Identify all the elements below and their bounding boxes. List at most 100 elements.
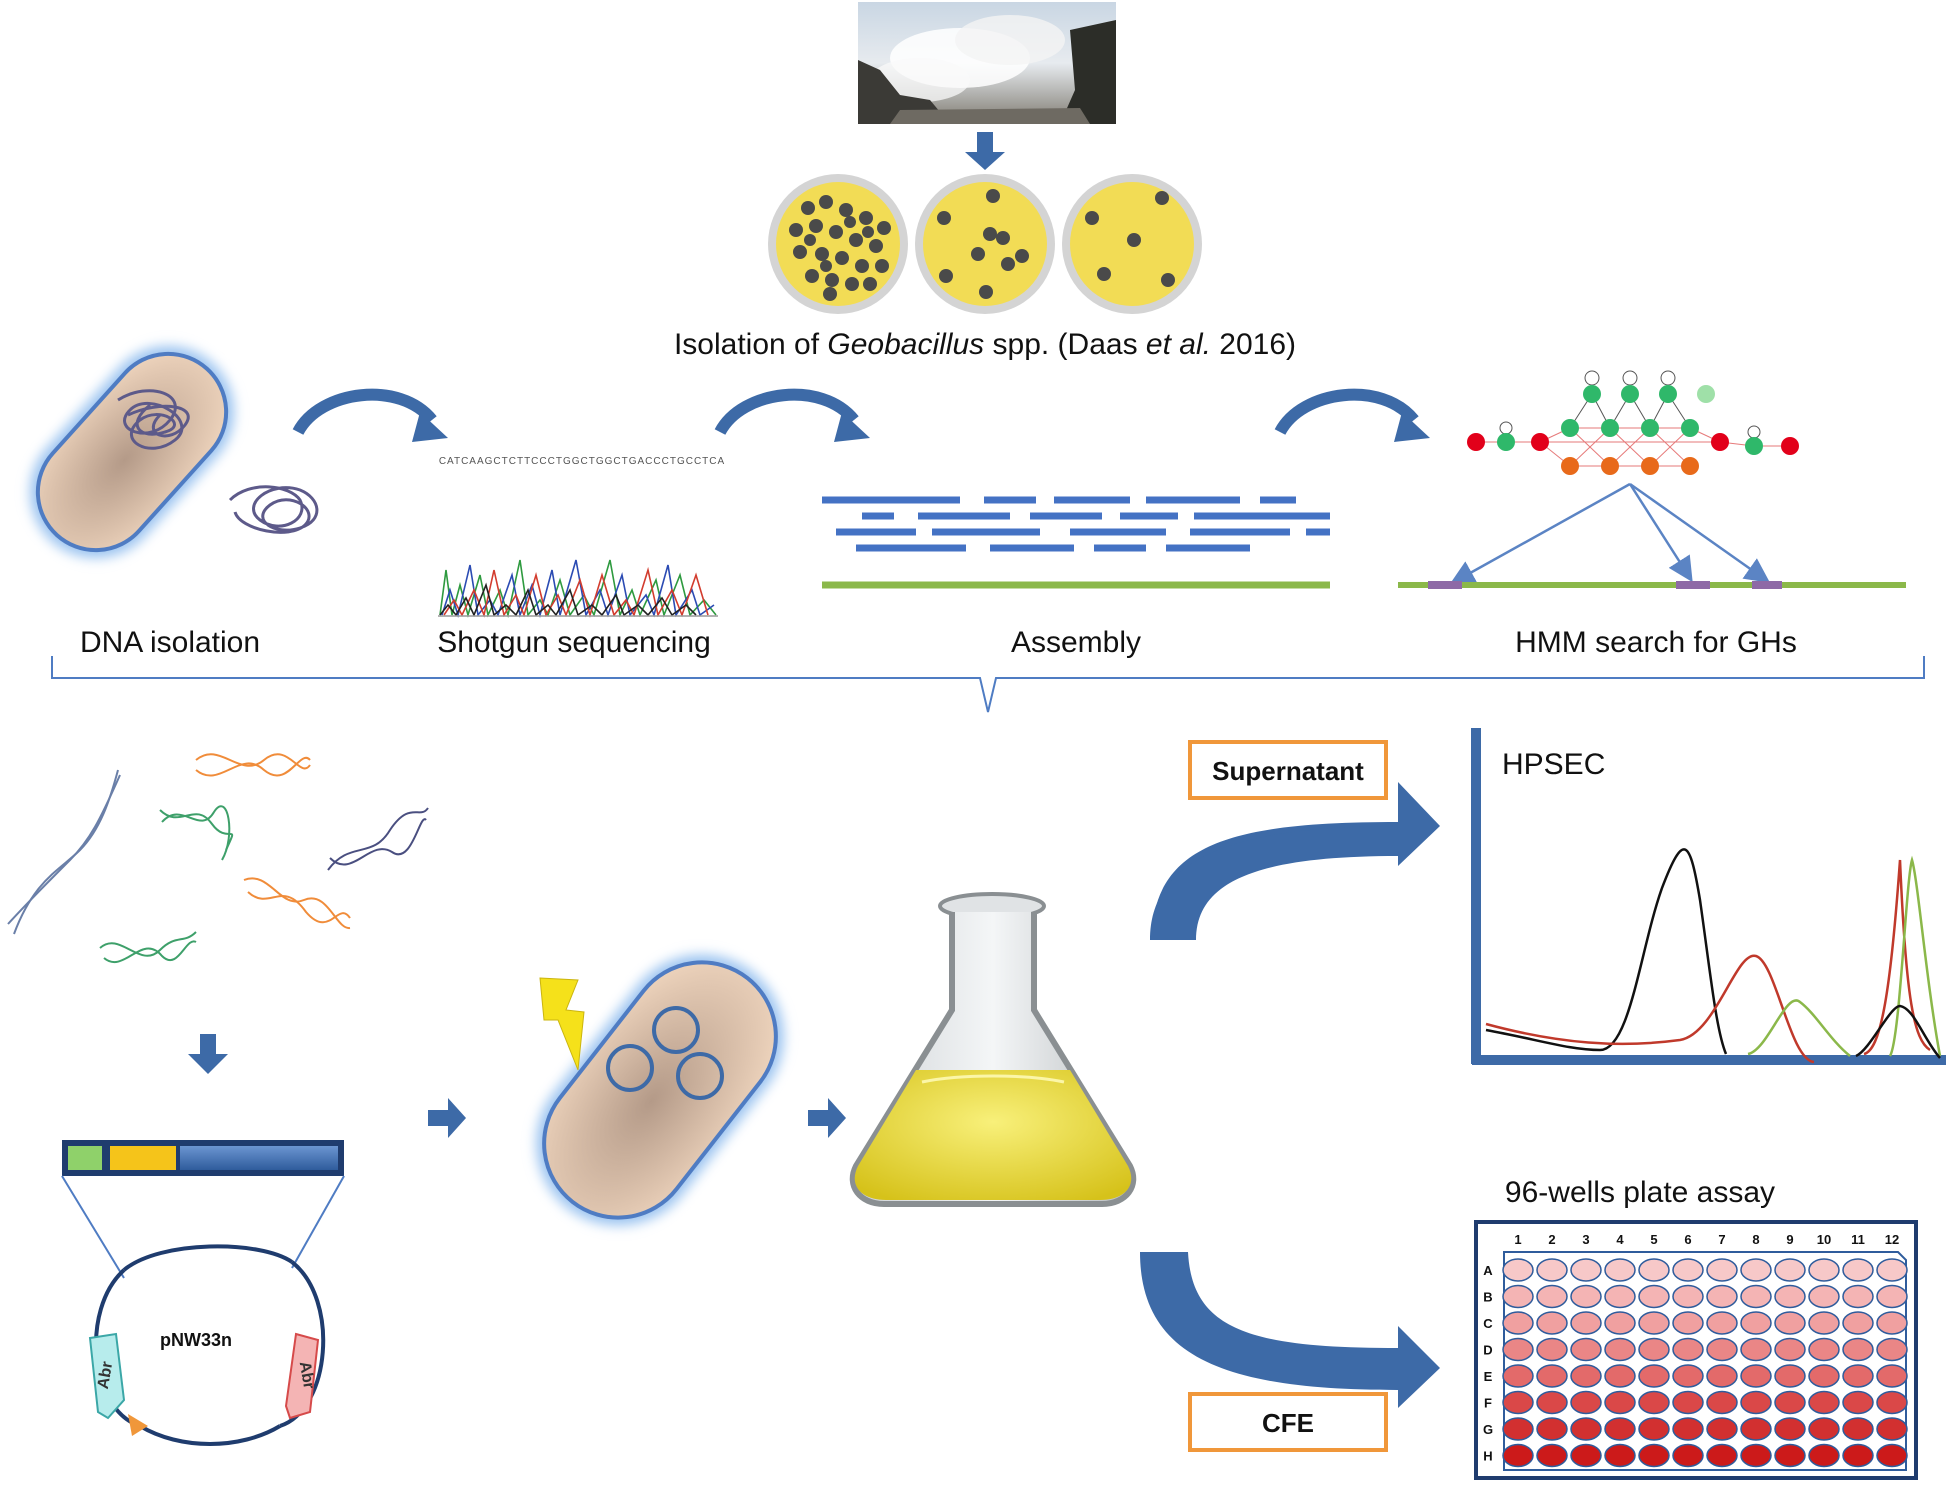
plate-well <box>1536 1258 1568 1282</box>
plate-well <box>1876 1311 1908 1335</box>
plate-well <box>1740 1311 1772 1335</box>
plate-well <box>1808 1337 1840 1362</box>
plate-column-label: 12 <box>1885 1232 1899 1247</box>
plate-column-label: 3 <box>1582 1232 1589 1247</box>
hmm-hit-arrows <box>1449 482 1771 585</box>
plate-row-label: A <box>1483 1263 1493 1278</box>
plate-well <box>1808 1284 1840 1309</box>
plate-well <box>1876 1364 1908 1388</box>
plate-well <box>1808 1311 1840 1335</box>
plate-well <box>1604 1311 1636 1335</box>
plate-well <box>1774 1258 1806 1282</box>
plate-well <box>1740 1364 1772 1388</box>
plate-well <box>1536 1390 1568 1415</box>
assembly-contigs <box>822 496 1330 552</box>
plate-well <box>1502 1258 1534 1282</box>
hot-spring-photo <box>858 2 1116 124</box>
plate-column-label: 1 <box>1514 1232 1521 1247</box>
plate-column-label: 10 <box>1817 1232 1831 1247</box>
plate-well <box>1672 1417 1704 1441</box>
plate-row-label: B <box>1483 1290 1492 1305</box>
plate-well <box>1638 1311 1670 1335</box>
plate-well <box>1842 1258 1874 1282</box>
plate-well <box>1842 1284 1874 1309</box>
plate-well <box>1842 1443 1874 1468</box>
plate-well <box>1502 1443 1534 1468</box>
bacterium-cell-icon <box>29 345 235 559</box>
plate-well <box>1604 1258 1636 1282</box>
plate-well <box>1570 1443 1602 1468</box>
plate-well <box>1638 1258 1670 1282</box>
plate-well <box>1502 1284 1534 1309</box>
plate-column-label: 8 <box>1752 1232 1759 1247</box>
plate-column-label: 2 <box>1548 1232 1555 1247</box>
plate-row-label: F <box>1484 1396 1492 1411</box>
curved-arrow-icon <box>292 388 448 442</box>
label-shotgun-sequencing: Shotgun sequencing <box>437 626 711 659</box>
hpsec-chromatogram: HPSEC <box>1471 728 1946 1065</box>
plate-well <box>1570 1284 1602 1309</box>
supernatant-arrow-icon <box>1150 782 1440 940</box>
label-dna-isolation: DNA isolation <box>80 626 260 659</box>
plasmid-name: pNW33n <box>160 1330 232 1350</box>
plate-column-label: 11 <box>1851 1232 1865 1247</box>
plate-well <box>1774 1390 1806 1415</box>
plate-well <box>1570 1311 1602 1335</box>
plate-well <box>1774 1364 1806 1388</box>
plate-well <box>1604 1284 1636 1309</box>
plate-well <box>1740 1337 1772 1362</box>
plate-well <box>1672 1284 1704 1309</box>
plate-well <box>1706 1364 1738 1388</box>
right-arrow-icon <box>428 1098 466 1138</box>
petri-dish-dense <box>768 174 908 314</box>
plate-well <box>1842 1364 1874 1388</box>
cfe-box: CFE <box>1188 1392 1388 1452</box>
plate-well <box>1536 1443 1568 1468</box>
plate-well <box>1672 1364 1704 1388</box>
plate-well <box>1706 1443 1738 1468</box>
plate-well <box>1570 1337 1602 1362</box>
plate-row-label: G <box>1483 1422 1493 1437</box>
plate-well <box>1672 1337 1704 1362</box>
plate-well <box>1842 1311 1874 1335</box>
plate-column-label: 4 <box>1616 1232 1624 1247</box>
plate-column-label: 9 <box>1786 1232 1793 1247</box>
plate-well <box>1502 1337 1534 1362</box>
plate-well <box>1604 1337 1636 1362</box>
plate-well <box>1740 1417 1772 1441</box>
isolation-title: Isolation of Geobacillus spp. (Daas et a… <box>674 328 1296 361</box>
right-arrow-icon <box>808 1098 846 1138</box>
plate-well <box>1536 1284 1568 1309</box>
hmm-network-icon <box>1467 370 1799 475</box>
plate-well <box>1774 1443 1806 1468</box>
plate-well <box>1672 1311 1704 1335</box>
plate-well <box>1570 1390 1602 1415</box>
supernatant-label: Supernatant <box>1212 756 1364 786</box>
down-arrow-icon <box>188 1034 228 1074</box>
plate-well <box>1638 1417 1670 1441</box>
plate-well <box>1774 1417 1806 1441</box>
plate-well <box>1706 1258 1738 1282</box>
plate-row-label: E <box>1484 1369 1493 1384</box>
plate-well <box>1706 1417 1738 1441</box>
plate-row-label: D <box>1483 1343 1492 1358</box>
dna-sequence-text: CATCAAGCTCTTCCCTGGCTGGCTGACCCTGCCTCA <box>439 456 725 467</box>
cfe-label: CFE <box>1262 1408 1314 1438</box>
culture-flask-icon <box>849 892 1137 1207</box>
plate-well <box>1672 1443 1704 1468</box>
plate-well <box>1536 1337 1568 1362</box>
curved-arrow-icon <box>714 388 870 442</box>
label-assembly: Assembly <box>1011 626 1141 659</box>
plate-well <box>1808 1443 1840 1468</box>
plate-well <box>1638 1443 1670 1468</box>
plate-well <box>1842 1417 1874 1441</box>
plate-well <box>1808 1258 1840 1282</box>
plate-well <box>1604 1364 1636 1388</box>
plate-well <box>1502 1364 1534 1388</box>
plate-well <box>1706 1284 1738 1309</box>
plate-well <box>1706 1337 1738 1362</box>
gh-hit-marks <box>1428 581 1782 589</box>
plate-well <box>1638 1390 1670 1415</box>
